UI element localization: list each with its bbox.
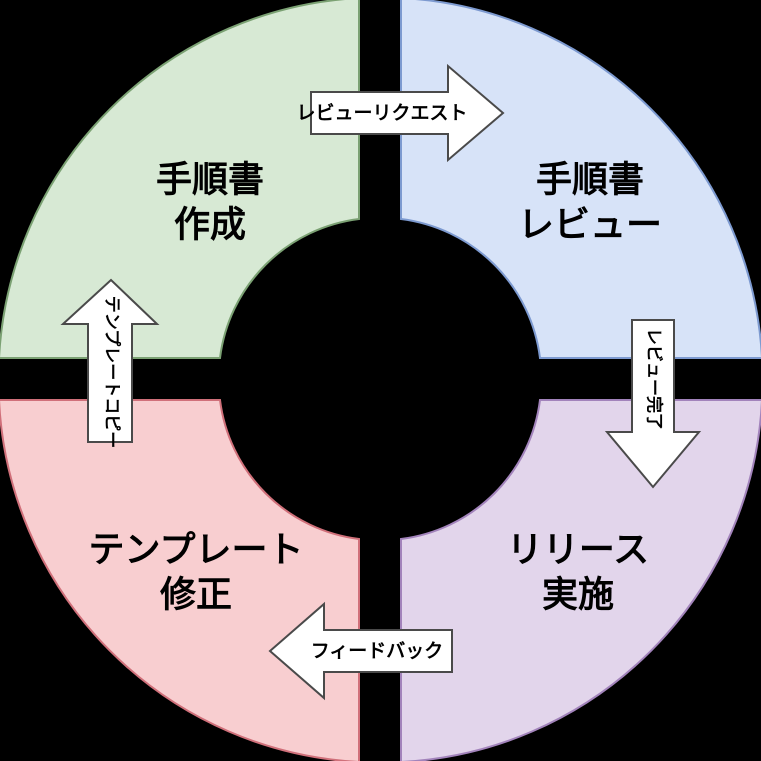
- segment-release[interactable]: リリース 実施: [400, 399, 761, 761]
- arrow-template-copy-shape[interactable]: [60, 278, 160, 443]
- arrow-review-complete-label: レビュー完了: [645, 328, 665, 430]
- segment-release-shape[interactable]: [400, 399, 761, 761]
- segment-fix-template-shape[interactable]: [0, 399, 360, 761]
- segment-fix-template-line1: テンプレート: [89, 529, 304, 570]
- segment-create-line1: 手順書: [156, 159, 264, 200]
- arrow-feedback-shape[interactable]: [268, 601, 453, 701]
- segment-create-line2: 作成: [174, 204, 246, 245]
- arrow-review-request-label: レビューリクエスト: [296, 102, 467, 124]
- arrow-template-copy-label: テンプレートコピー: [103, 296, 123, 449]
- arrow-review-complete[interactable]: レビュー完了: [604, 319, 702, 489]
- segment-review-line1: 手順書: [536, 159, 644, 200]
- segment-fix-template[interactable]: テンプレート 修正: [0, 399, 360, 761]
- segment-review-line2: レビュー: [518, 204, 662, 245]
- arrow-feedback-label: フィードバック: [311, 640, 444, 662]
- arrow-review-complete-shape[interactable]: [604, 319, 702, 489]
- segment-release-line1: リリース: [507, 529, 649, 570]
- arrow-template-copy[interactable]: テンプレートコピー: [60, 278, 160, 449]
- segment-review[interactable]: 手順書 レビュー: [400, 0, 761, 359]
- arrow-review-request[interactable]: レビューリクエスト: [296, 63, 505, 163]
- segment-review-shape[interactable]: [400, 0, 761, 359]
- segment-release-line2: 実施: [542, 574, 614, 615]
- segment-create-shape[interactable]: [0, 0, 360, 359]
- segment-create[interactable]: 手順書 作成: [0, 0, 360, 359]
- arrow-review-request-shape[interactable]: [310, 63, 505, 163]
- segment-fix-template-line2: 修正: [160, 574, 232, 615]
- arrow-feedback[interactable]: フィードバック: [268, 601, 453, 701]
